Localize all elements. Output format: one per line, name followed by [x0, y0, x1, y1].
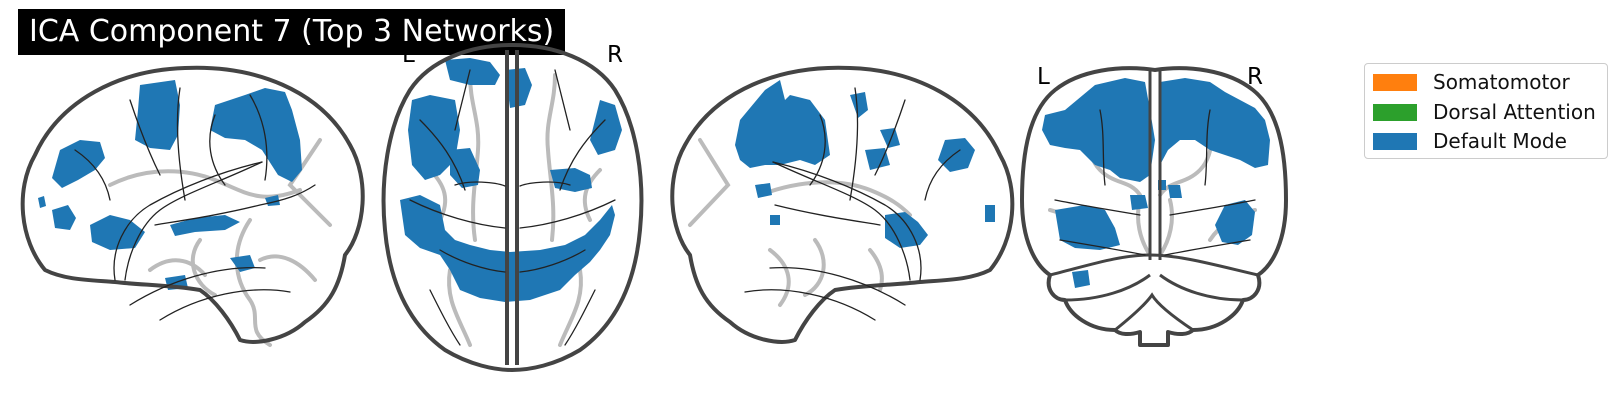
axial-right-label: R — [607, 42, 623, 68]
sagittal-left-blobs — [38, 80, 302, 290]
legend-item-default-mode: Default Mode — [1373, 129, 1567, 153]
sagittal-left-outline — [20, 65, 365, 344]
sagittal-left-sulci — [108, 138, 332, 347]
legend-swatch-somatomotor — [1373, 73, 1417, 91]
coronal-gyri — [1054, 109, 1256, 256]
axial-gyri — [409, 69, 616, 346]
coronal-left-label: L — [1037, 64, 1050, 90]
axial-left-label: L — [402, 42, 415, 68]
sagittal-left-gyri — [74, 87, 316, 321]
sagittal-left-view — [20, 65, 365, 347]
sagittal-right-sulci — [688, 138, 912, 307]
axial-sulci — [428, 73, 602, 347]
coronal-outline — [1020, 66, 1288, 347]
sagittal-right-outline — [670, 65, 1015, 344]
coronal-blobs — [1042, 78, 1270, 288]
coronal-view — [1020, 66, 1288, 347]
legend-item-somatomotor: Somatomotor — [1373, 70, 1570, 94]
legend-label-default-mode: Default Mode — [1433, 129, 1567, 153]
axial-view — [381, 43, 644, 372]
sagittal-right-view — [670, 65, 1015, 344]
coronal-inner-lines — [1049, 68, 1259, 332]
figure-title: ICA Component 7 (Top 3 Networks) — [18, 9, 566, 55]
axial-midline — [505, 50, 519, 365]
coronal-right-label: R — [1247, 64, 1263, 90]
legend-label-dorsal-attention: Dorsal Attention — [1433, 100, 1596, 124]
axial-outline — [381, 43, 644, 372]
axial-blobs — [400, 58, 622, 302]
legend-swatch-dorsal-attention — [1373, 103, 1417, 121]
legend-label-somatomotor: Somatomotor — [1433, 70, 1570, 94]
sagittal-right-blobs — [735, 80, 995, 248]
legend-item-dorsal-attention: Dorsal Attention — [1373, 100, 1596, 124]
legend-swatch-default-mode — [1373, 132, 1417, 150]
sagittal-right-gyri — [744, 87, 961, 321]
network-legend: Somatomotor Dorsal Attention Default Mod… — [1364, 63, 1608, 159]
